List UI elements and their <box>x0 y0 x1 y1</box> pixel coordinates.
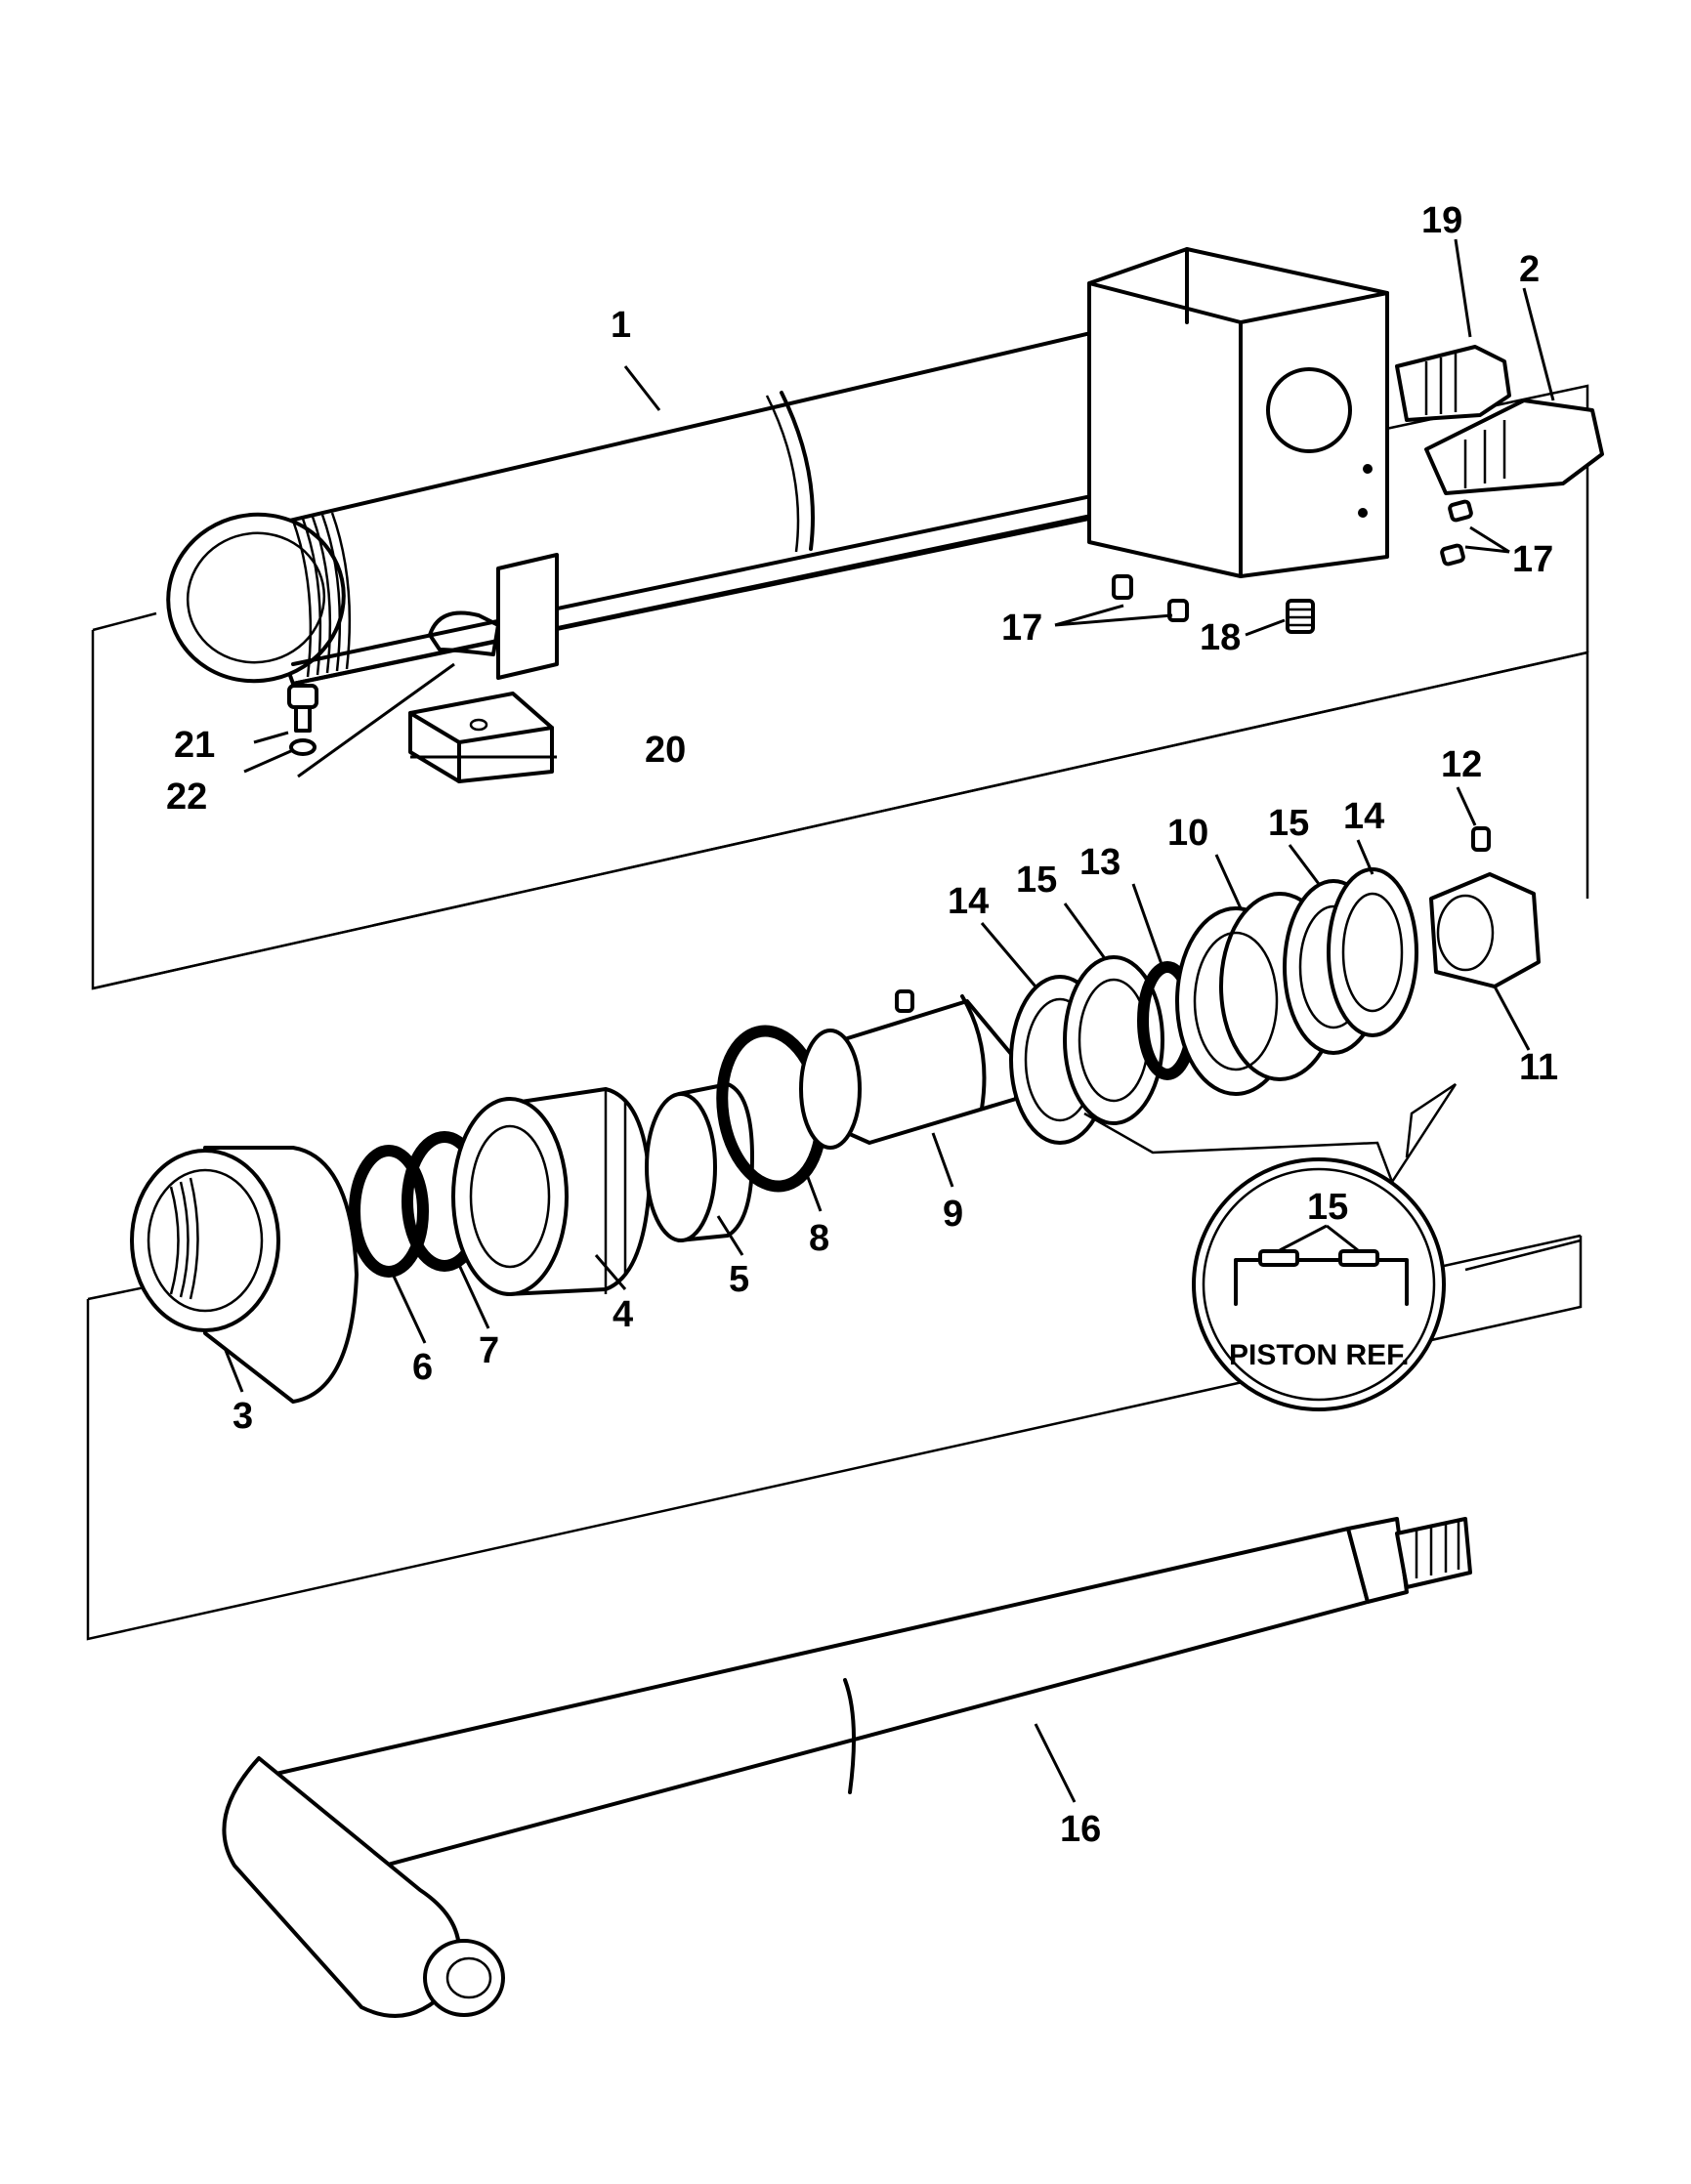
inset-ring-left <box>1258 1249 1299 1267</box>
rod-body <box>257 1527 1370 1892</box>
callout-19: 19 <box>1421 200 1462 241</box>
set-screw-12 <box>1471 826 1491 852</box>
piston-ring-14-right <box>1327 867 1418 1037</box>
callout-17-side: 17 <box>1512 539 1553 580</box>
callout-15-right: 15 <box>1268 803 1309 844</box>
leader-lines <box>223 238 1555 1803</box>
piston-ref-inset <box>1192 1157 1446 1411</box>
callout-13: 13 <box>1079 842 1120 883</box>
barrel-assembly <box>166 247 1389 686</box>
callout-7: 7 <box>479 1330 499 1371</box>
bracket <box>496 553 559 680</box>
callout-10: 10 <box>1167 813 1208 854</box>
plug-17-side-lower <box>1440 543 1465 567</box>
inset-caption: PISTON REF. <box>1229 1339 1409 1371</box>
weld-band <box>780 391 815 551</box>
callout-labels: 1 2 19 17 17 18 20 21 22 12 11 14 15 10 … <box>166 200 1558 1850</box>
callout-12: 12 <box>1441 744 1482 785</box>
callout-6: 6 <box>412 1347 433 1388</box>
plug-18 <box>1286 599 1315 634</box>
barrel-body <box>237 309 1213 686</box>
nut-11 <box>1429 872 1541 988</box>
callout-21: 21 <box>174 725 215 766</box>
seal-ring-6 <box>349 1145 429 1278</box>
callout-17-bottom: 17 <box>1001 608 1042 649</box>
plug-17-side-upper <box>1448 499 1473 523</box>
spacer-tube-9 <box>799 989 1018 1150</box>
callout-20: 20 <box>645 730 686 771</box>
block-20 <box>408 692 554 783</box>
lower-panel-frame <box>86 1236 1583 1641</box>
washer-22 <box>289 738 317 756</box>
callout-8: 8 <box>809 1218 829 1259</box>
gland-4 <box>451 1087 652 1296</box>
gland-nut-3 <box>130 1146 359 1404</box>
head-port <box>1266 367 1352 453</box>
callout-14-right: 14 <box>1343 796 1384 837</box>
callout-4: 4 <box>613 1294 633 1335</box>
callout-16: 16 <box>1060 1809 1101 1850</box>
callout-9: 9 <box>943 1194 963 1235</box>
fitting-2 <box>1424 399 1604 495</box>
callout-14-left: 14 <box>948 881 989 922</box>
callout-22: 22 <box>166 777 207 818</box>
callout-5: 5 <box>729 1259 749 1300</box>
bushing-5 <box>645 1082 754 1242</box>
callout-11: 11 <box>1519 1047 1558 1088</box>
rod-eye <box>222 1756 461 2018</box>
fitting-19 <box>1395 345 1511 422</box>
plug-17-lower-right <box>1167 599 1189 622</box>
head-block <box>1087 247 1389 578</box>
plug-17-lower-left <box>1112 574 1133 600</box>
callout-1: 1 <box>611 305 631 346</box>
barrel-open-end <box>166 512 346 684</box>
callout-3: 3 <box>233 1396 253 1437</box>
callout-18: 18 <box>1200 617 1241 658</box>
callout-2: 2 <box>1519 249 1540 290</box>
rod-weld <box>843 1678 856 1794</box>
callout-15-left: 15 <box>1016 860 1057 901</box>
piston-rod-16 <box>222 1517 1472 2018</box>
inset-ring-right <box>1338 1249 1379 1267</box>
chain-line <box>297 662 455 778</box>
bolt-21 <box>287 684 318 733</box>
callout-15-inset: 15 <box>1307 1187 1348 1228</box>
tie-rod <box>291 467 1223 666</box>
